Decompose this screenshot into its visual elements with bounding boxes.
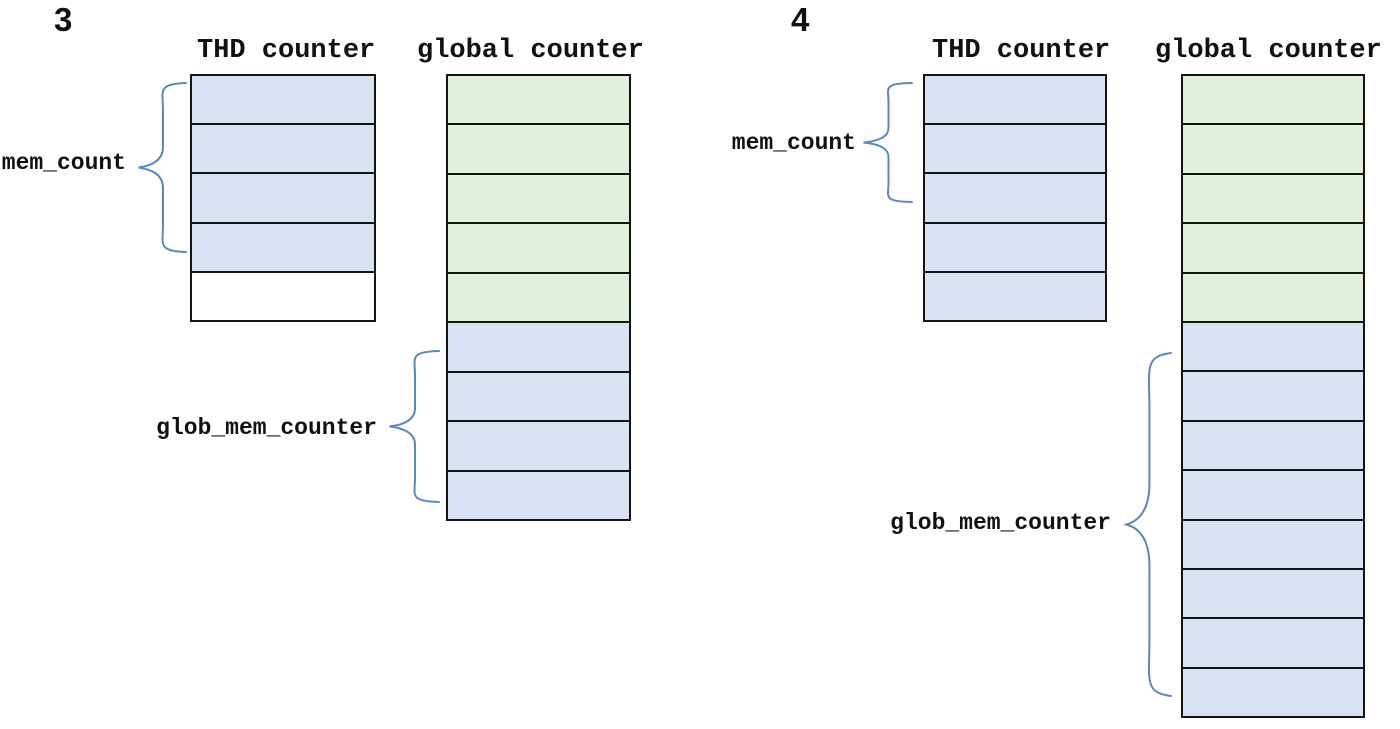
- memory-cell-green: [448, 271, 629, 322]
- curly-brace-path: [863, 82, 913, 203]
- memory-cell-blue: [192, 221, 374, 271]
- memory-cell-blue: [448, 469, 629, 519]
- panel-4-thd-counter-heading: THD counter: [932, 36, 1111, 66]
- memory-cell-blue: [448, 370, 629, 421]
- memory-cell-green: [1183, 271, 1363, 321]
- memory-cell-blue: [1183, 320, 1363, 371]
- panel-4-number: 4: [791, 1, 810, 38]
- panel-4-mem-count-brace: [863, 82, 913, 203]
- panel-4-thd-counter-column: [923, 74, 1107, 322]
- memory-cell-blue: [925, 270, 1105, 321]
- memory-cell-blue: [925, 221, 1105, 271]
- panel-3-thd-counter-column: [190, 74, 376, 322]
- memory-cell-green: [448, 172, 629, 223]
- memory-cell-blue: [1183, 419, 1363, 470]
- panel-3-global-counter-column: [446, 74, 631, 521]
- memory-cell-blue: [448, 420, 629, 470]
- memory-cell-blue: [925, 76, 1105, 124]
- memory-cell-green: [448, 222, 629, 272]
- memory-cell-blue: [192, 172, 374, 222]
- panel-3-glob-mem-counter-label: glob_mem_counter: [156, 415, 377, 441]
- curly-brace-path: [138, 82, 187, 253]
- panel-3-thd-counter-heading: THD counter: [197, 36, 376, 66]
- memory-cell-blue: [1183, 617, 1363, 667]
- memory-cell-blue: [1183, 567, 1363, 618]
- memory-cell-green: [448, 76, 629, 124]
- panel-4-glob-mem-counter-label: glob_mem_counter: [890, 510, 1111, 536]
- memory-cell-green: [1183, 76, 1363, 124]
- panel-3-global-counter-heading: global counter: [417, 36, 644, 66]
- memory-cell-blue: [192, 123, 374, 173]
- memory-cell-green: [1183, 123, 1363, 173]
- panel-4-global-counter-column: [1181, 74, 1365, 718]
- panel-3-glob-mem-counter-brace: [389, 350, 440, 503]
- memory-cell-blue: [925, 123, 1105, 173]
- panel-4-global-counter-heading: global counter: [1155, 36, 1382, 66]
- memory-cell-green: [1183, 222, 1363, 272]
- memory-cell-blue: [925, 172, 1105, 222]
- memory-cell-blue: [1183, 469, 1363, 519]
- memory-cell-blue: [1183, 370, 1363, 420]
- memory-cell-blue: [192, 76, 374, 124]
- memory-cell-blue: [1183, 518, 1363, 568]
- memory-cell-blue: [448, 321, 629, 371]
- panel-4-mem-count-label: mem_count: [731, 130, 856, 156]
- curly-brace-path: [389, 350, 440, 503]
- memory-cell-blue: [1183, 666, 1363, 717]
- panel-3-number: 3: [54, 1, 73, 38]
- curly-brace-path: [1122, 352, 1172, 697]
- memory-cell-white: [192, 270, 374, 321]
- memory-cell-green: [448, 123, 629, 173]
- panel-4-glob-mem-counter-brace: [1122, 352, 1172, 697]
- memory-cell-green: [1183, 172, 1363, 223]
- panel-3-mem-count-label: mem_count: [1, 150, 126, 176]
- panel-3-mem-count-brace: [138, 82, 187, 253]
